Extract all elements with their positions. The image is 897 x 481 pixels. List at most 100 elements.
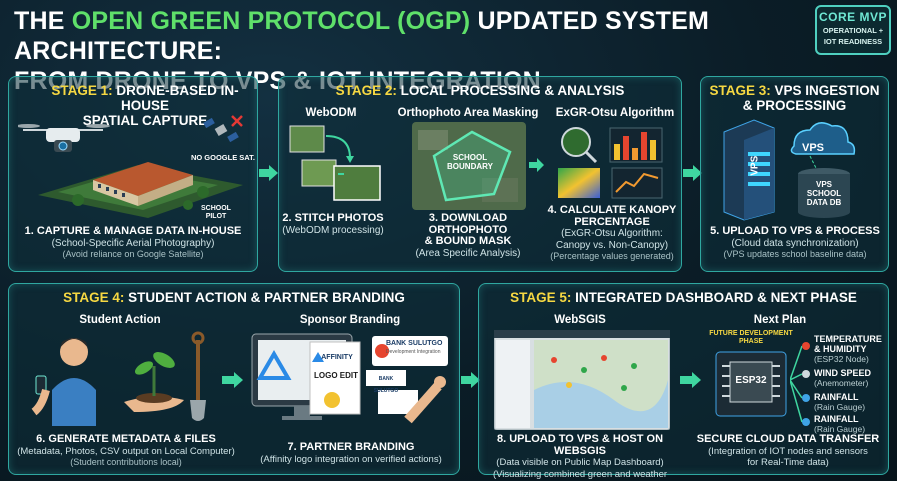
sensor-sub: (Anemometer) (814, 378, 869, 388)
sponsor-branding-illustration (251, 333, 448, 424)
step-title: 3. Download Orthophoto (428, 212, 508, 236)
step-title: 4. Calculate Kanopy (547, 204, 677, 216)
step-2-caption: 2. Stitch Photos (WebODM processing) (280, 212, 386, 236)
step-note: (VPS updates school baseline data) (723, 249, 867, 259)
exgr-otsu-heading: ExGR-Otsu Algorithm (555, 107, 675, 119)
flow-arrow (222, 372, 243, 388)
orthophoto-heading: Orthophoto Area Masking (397, 107, 539, 119)
step-3-caption: 3. Download Orthophoto & Bound Mask (Are… (390, 212, 546, 259)
sensor-name: & HUMIDITY (814, 344, 867, 354)
sensor-rainfall: RAINFALL (Rain Gauge) (814, 392, 865, 412)
step-note: (Percentage values generated) (550, 251, 674, 261)
step-title: 6. Generate Metadata & Files (36, 433, 216, 445)
flow-arrow (259, 165, 278, 181)
stage-4-title: Stage 4: Student Action & Partner Brandi… (8, 290, 460, 305)
step-8-caption: 8. Upload to VPS & Host on WebSGIS (Data… (480, 433, 680, 481)
stage-label: Stage 2: (335, 83, 397, 98)
step-desc: for Real-Time data) (747, 457, 829, 468)
label-text: BOUNDARY (447, 162, 493, 171)
stage-label: Stage 3: (709, 83, 771, 98)
step-4-caption: 4. Calculate Kanopy Percentage (ExGR-Ots… (542, 204, 682, 263)
step-desc: (WebODM processing) (282, 224, 384, 236)
websgis-heading: WebSGIS (554, 314, 606, 326)
bank-sulutgo-small: BANK SULUTGO (373, 376, 399, 394)
sensor-name: RAINFALL (814, 414, 859, 424)
label-text: DATA DB (806, 198, 842, 207)
sensor-sub: (Rain Gauge) (814, 424, 866, 434)
vps-server-icon (723, 119, 856, 221)
school-boundary-map (412, 122, 526, 210)
step-desc: (Data visible on Public Map Dashboard) (496, 457, 664, 468)
stage-name: Student Action & Partner Branding (128, 290, 405, 305)
affinity-logo-label: AFFINITY (321, 354, 353, 361)
step-desc: (Area Specific Analysis) (415, 247, 521, 259)
step-title: Percentage (574, 215, 650, 228)
flow-arrow (529, 158, 544, 172)
sensor-sub: (Rain Gauge) (814, 402, 866, 412)
step-desc: (Affinity logo integration on verified a… (260, 453, 442, 465)
step-note: (Student contributions local) (70, 457, 182, 467)
step-title: 8. Upload to VPS & Host on WebSGIS (496, 433, 664, 457)
label-text: SCHOOL (452, 153, 488, 162)
sponsor-branding-heading: Sponsor Branding (299, 314, 401, 326)
flow-arrow (461, 372, 480, 388)
stage-2-title: Stage 2: Local Processing & Analysis (278, 83, 682, 98)
badge-line: IOT READINESS (823, 37, 883, 46)
title-highlight: Open Green Protocol (OGP) (71, 7, 471, 35)
step-note: (Avoid reliance on Google Satellite) (62, 249, 204, 259)
step-note: (Visualizing combined green and weather … (492, 468, 668, 481)
drone-school-illustration (18, 115, 243, 218)
badge-line: OPERATIONAL + (822, 26, 884, 35)
stage-5-title: Stage 5: Integrated Dashboard & Next Pha… (478, 290, 889, 305)
stage-name: Spatial Capture (82, 113, 208, 128)
step-1-caption: 1. Capture & Manage Data In-House (Schoo… (10, 225, 256, 261)
label-text: PHASE (738, 338, 764, 345)
badge-title: CORE MVP (818, 10, 887, 24)
label-text: Development Integration (386, 349, 441, 355)
label-text: VPS (815, 180, 832, 189)
websgis-dashboard-map (494, 330, 670, 430)
step-7-caption: 7. Partner Branding (Affinity logo integ… (246, 441, 456, 465)
step-desc: (Integration of IOT nodes and sensors (708, 445, 868, 457)
step-6-caption: 6. Generate Metadata & Files (Metadata, … (8, 433, 244, 469)
step-5-caption: 5. Upload to VPS & Process (Cloud data s… (702, 225, 888, 261)
stage-name: Drone-Based In-House (116, 83, 239, 113)
vps-server-label: VPS (749, 155, 761, 176)
step-title: 1. Capture & Manage Data In-House (24, 225, 242, 237)
step-title: 7. Partner Branding (287, 441, 415, 453)
label-text: PILOT (205, 213, 227, 220)
sensor-connectors (790, 342, 810, 426)
step-title: 5. Upload to VPS & Process (710, 225, 880, 237)
sensor-name: RAINFALL (814, 392, 859, 402)
stage-name: & Processing (742, 98, 847, 113)
stage-label: Stage 5: (510, 290, 572, 305)
sensor-rainfall-2: RAINFALL (Rain Gauge) (814, 414, 865, 434)
cloud-vps-label: VPS (801, 142, 824, 154)
webodm-heading: WebODM (305, 107, 357, 119)
step-9-caption: Secure Cloud Data Transfer (Integration … (690, 433, 886, 469)
step-title: 2. Stitch Photos (282, 212, 384, 224)
label-text: BANK SULUTGO (386, 340, 443, 347)
stitched-photos-icon (289, 125, 381, 201)
step-desc: (ExGR-Otsu Algorithm: (561, 228, 663, 239)
stage-3-title: Stage 3: VPS Ingestion & Processing (700, 83, 889, 113)
sensor-name: TEMPERATURE (814, 334, 882, 344)
no-google-label: NO GOOGLE SAT. (190, 153, 256, 162)
core-mvp-badge: CORE MVP OPERATIONAL + IOT READINESS (815, 5, 891, 55)
stage-name: Integrated Dashboard & Next Phase (575, 290, 857, 305)
student-planting-illustration (31, 331, 206, 426)
title-text: Updated System Architecture: (14, 7, 709, 65)
stage-1-title: Stage 1: Drone-Based In-House Spatial Ca… (40, 83, 250, 128)
step-desc: (Cloud data synchronization) (731, 237, 859, 249)
flow-arrow (683, 165, 702, 181)
step-title: Secure Cloud Data Transfer (696, 433, 880, 445)
stage-name: VPS Ingestion (774, 83, 880, 98)
label-text: SCHOOL (806, 189, 842, 198)
sensor-temperature: TEMPERATURE & HUMIDITY (ESP32 Node) (814, 334, 882, 364)
title-text: The (14, 7, 72, 35)
flow-arrow (680, 372, 701, 388)
sensor-wind-speed: WIND SPEED (Anemometer) (814, 368, 871, 388)
